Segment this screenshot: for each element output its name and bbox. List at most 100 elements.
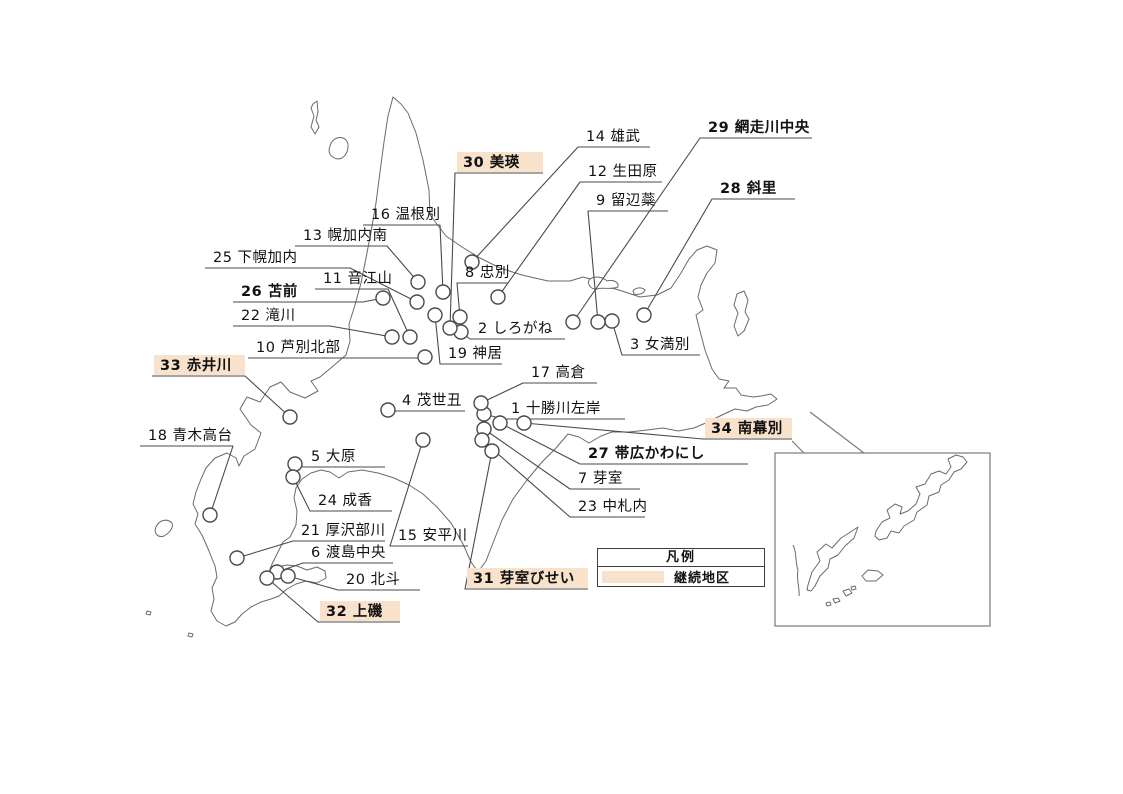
callout-leader-17 — [480, 382, 597, 404]
callout-label-29: 29 網走川中央 — [708, 118, 810, 136]
callout-label-7: 7 芽室 — [578, 470, 623, 487]
callout-label-18: 18 青木高台 — [148, 427, 233, 444]
inset-callout-line — [791, 440, 805, 454]
callout-label-2: 2 しろがね — [478, 320, 553, 337]
site-dot-18 — [202, 507, 218, 523]
callout-leader-23 — [481, 439, 645, 518]
callout-highlight-34 — [705, 418, 792, 438]
site-dot-10 — [417, 349, 433, 365]
callout-label-20: 20 北斗 — [346, 571, 401, 588]
callout-label-24: 24 成香 — [318, 492, 373, 509]
site-dot-32 — [259, 570, 275, 586]
site-dot-22 — [384, 329, 400, 345]
callout-leader-27 — [499, 422, 748, 465]
callout-leader-12 — [497, 181, 662, 298]
callout-leader-7 — [483, 428, 640, 490]
callout-label-32: 32 上磯 — [326, 602, 383, 620]
callout-label-3: 3 女満別 — [630, 335, 690, 353]
callout-leader-9 — [587, 210, 668, 323]
rebun-island — [310, 100, 320, 135]
legend-row: 継続地区 — [598, 567, 764, 586]
inset-habomai-2 — [832, 597, 841, 604]
legend-swatch-continuing-district — [602, 570, 664, 583]
site-dot-20 — [280, 568, 296, 584]
site-dot-5 — [287, 456, 303, 472]
site-dot-21 — [229, 550, 245, 566]
site-dot-24 — [285, 469, 301, 485]
callout-label-31: 31 芽室びせい — [473, 569, 575, 587]
callout-leader-30 — [449, 172, 543, 329]
callout-label-19: 19 神居 — [448, 345, 503, 362]
callout-leader-22 — [233, 325, 393, 338]
callout-label-21: 21 厚沢部川 — [301, 522, 386, 539]
inset-kunashiri — [806, 526, 859, 592]
lake-saroma — [588, 276, 619, 290]
callout-highlight-30 — [457, 152, 543, 172]
kunashiri-partial — [733, 290, 750, 337]
callout-leader-34 — [523, 422, 792, 440]
site-dot-33 — [282, 409, 298, 425]
callout-label-15: 15 安平川 — [398, 527, 468, 544]
callout-leader-31 — [464, 450, 588, 590]
callout-leader-19 — [434, 314, 502, 365]
site-dot-26 — [375, 290, 391, 306]
legend-title: 凡例 — [598, 549, 764, 567]
site-dot-16 — [435, 284, 451, 300]
callout-leader-8 — [456, 282, 508, 318]
callout-label-26: 26 苫前 — [241, 282, 298, 300]
callout-label-1: 1 十勝川左岸 — [511, 400, 601, 417]
callout-label-10: 10 芦別北部 — [256, 339, 341, 356]
callout-leader-20 — [287, 575, 420, 591]
site-dot-29 — [565, 314, 581, 330]
site-dot-31 — [484, 443, 500, 459]
inset-habomai-3 — [850, 585, 857, 591]
site-dot-9 — [590, 314, 606, 330]
callout-label-33: 33 赤井川 — [160, 356, 232, 374]
callout-label-14: 14 雄武 — [586, 128, 641, 145]
islet-southwest-1 — [145, 610, 152, 616]
callout-leader-3 — [611, 320, 700, 356]
callout-label-16: 16 温根別 — [371, 206, 441, 223]
callout-leader-29 — [572, 137, 812, 323]
callout-label-23: 23 中札内 — [578, 498, 648, 515]
site-dot-17 — [473, 395, 489, 411]
callout-leader-14 — [471, 146, 650, 263]
inset-nemuro-tip — [792, 544, 800, 597]
inset-habomai-1 — [842, 588, 853, 597]
callout-label-17: 17 高倉 — [531, 364, 586, 381]
callout-highlight-32 — [320, 601, 400, 621]
callout-label-4: 4 茂世丑 — [402, 392, 462, 409]
site-dot-15 — [415, 432, 431, 448]
callout-label-9: 9 留辺蘂 — [596, 192, 656, 209]
site-dot-12 — [490, 289, 506, 305]
rishiri-island — [328, 137, 349, 160]
inset-box — [774, 452, 991, 627]
site-dot-4 — [380, 402, 396, 418]
callout-leader-15 — [389, 439, 468, 547]
callout-leader-28 — [643, 198, 795, 316]
inset-habomai-4 — [825, 601, 832, 607]
inset-etorofu — [874, 454, 968, 541]
callout-label-22: 22 滝川 — [241, 307, 296, 324]
inset-shikotan — [861, 569, 884, 582]
callout-label-5: 5 大原 — [311, 448, 356, 465]
callout-label-11: 11 音江山 — [323, 270, 393, 287]
callout-leader-18 — [140, 445, 234, 516]
callout-label-8: 8 忠別 — [465, 264, 510, 281]
islet-southwest-2 — [187, 632, 194, 638]
site-dot-11 — [402, 329, 418, 345]
callout-leader-25 — [205, 267, 418, 303]
callout-leader-11 — [315, 288, 411, 338]
callout-leader-16 — [363, 224, 444, 293]
callout-label-13: 13 幌加内南 — [303, 227, 388, 244]
site-dot-8 — [452, 309, 468, 325]
callout-highlight-33 — [154, 355, 245, 375]
callout-leader-13 — [295, 245, 419, 283]
site-dot-28 — [636, 307, 652, 323]
site-dot-30 — [442, 320, 458, 336]
site-dot-34 — [516, 415, 532, 431]
okushiri-island — [154, 519, 173, 537]
